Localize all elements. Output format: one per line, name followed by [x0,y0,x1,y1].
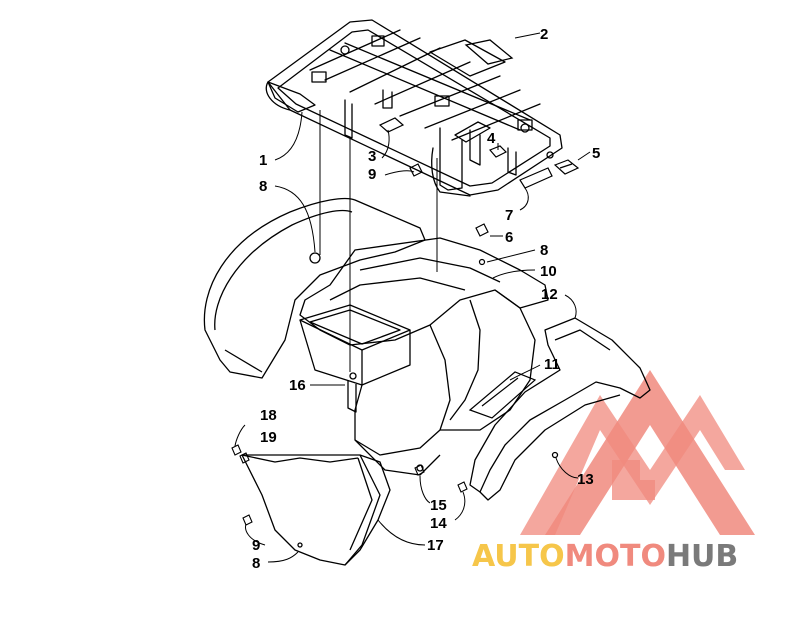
callout-8c: 8 [252,555,260,572]
callout-6: 6 [505,229,513,246]
bolt-6 [475,223,489,237]
fastener-18 [231,444,242,456]
callout-13: 13 [577,471,594,488]
tab-3 [378,117,405,133]
callout-14: 14 [430,515,447,532]
mudguard [241,454,391,566]
bracket-7 [519,167,553,189]
rear-fender [203,197,549,476]
callout-11: 11 [544,356,560,373]
fastener-9b [242,514,253,526]
rear-rack [265,19,563,197]
callout-1: 1 [259,152,267,169]
watermark-moto: MOTO [565,539,666,574]
callout-15: 15 [430,497,447,514]
callout-4: 4 [487,130,496,147]
callout-18: 18 [260,407,277,424]
callout-9a: 9 [368,166,376,183]
callout-12: 12 [541,286,558,303]
callout-labels: 1 2 3 4 5 6 7 8 8 8 9 9 10 11 12 13 14 1… [252,26,600,572]
callout-17: 17 [427,537,444,554]
watermark-hub: HUB [666,539,738,574]
clip-5 [553,159,580,175]
watermark-auto: AUTO [472,539,565,574]
callout-7: 7 [505,207,513,224]
callout-8b: 8 [540,242,548,259]
watermark-triangle-icon [545,370,755,535]
callout-19: 19 [260,429,277,446]
right-fender-extension [469,317,651,501]
callout-10: 10 [540,263,557,280]
callout-8a: 8 [259,178,267,195]
nut-4 [488,145,508,158]
screw-9 [409,163,423,177]
watermark-logo [520,370,755,535]
rivet-8 [478,258,486,266]
callout-3: 3 [368,148,376,165]
callout-5: 5 [592,145,600,162]
svg-text:AUTOMOTOHUB: AUTOMOTOHUB [472,539,738,574]
decal-11 [468,371,537,419]
callout-9b: 9 [252,537,260,554]
decal-2 [464,39,514,65]
watermark-text: AUTOMOTOHUB [472,539,738,574]
fastener-19 [239,452,250,464]
callout-2: 2 [540,26,548,43]
leader-lines [234,32,591,563]
fastener-15 [414,464,425,476]
callout-16: 16 [289,377,306,394]
fastener-14 [457,481,468,493]
